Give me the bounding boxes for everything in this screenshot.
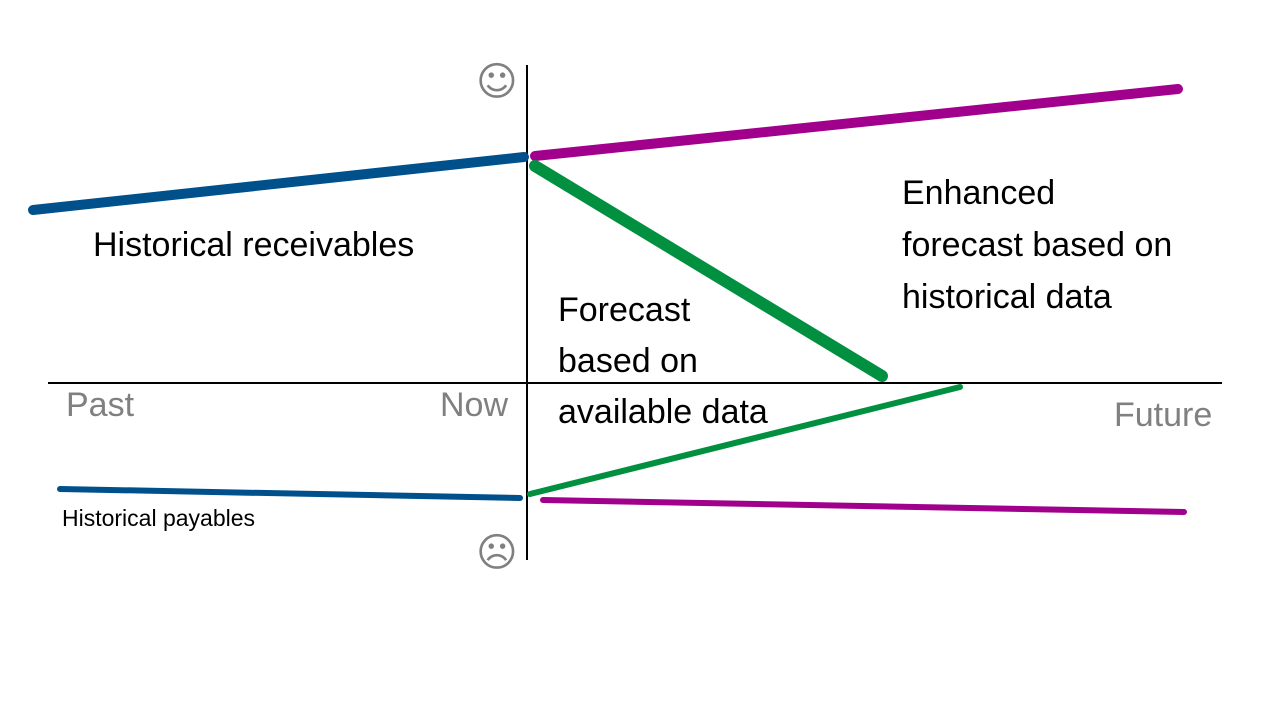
historical-receivables-label: Historical receivables	[93, 226, 415, 264]
enhanced-label-line-2: forecast based on	[902, 226, 1173, 264]
forecast-label: Forecast based on available data	[558, 285, 768, 438]
forecast-label-line-1: Forecast	[558, 291, 691, 329]
forecast-receivables-line	[529, 160, 888, 382]
enhanced-forecast-label: Enhanced forecast based on historical da…	[902, 167, 1172, 323]
smiley-happy-icon: ☺	[476, 59, 518, 105]
now-label: Now	[440, 386, 509, 424]
enhanced-forecast-receivables-line	[530, 84, 1183, 161]
historical-payables-line	[57, 486, 523, 501]
historical-payables-label: Historical payables	[62, 505, 256, 531]
enhanced-forecast-payables-line	[540, 497, 1187, 515]
enhanced-label-line-1: Enhanced	[902, 174, 1056, 212]
past-label: Past	[66, 386, 135, 424]
smiley-sad-icon: ☹	[476, 530, 518, 576]
enhanced-label-line-3: historical data	[902, 278, 1112, 316]
historical-receivables-line	[28, 152, 529, 215]
future-label: Future	[1114, 396, 1213, 434]
forecast-label-line-2: based on	[558, 342, 698, 380]
forecast-label-line-3: available data	[558, 393, 768, 431]
forecast-payables-line	[527, 384, 963, 497]
